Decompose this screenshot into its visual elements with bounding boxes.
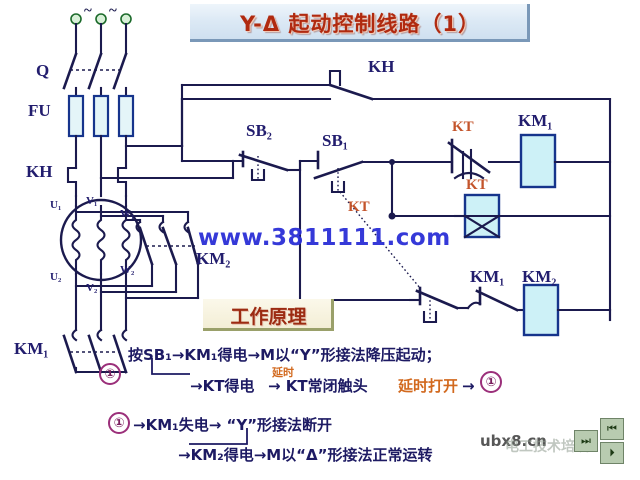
player-prev-button[interactable]: ⏮ (600, 418, 624, 440)
label-kt-nc-contact: KT (452, 119, 474, 135)
kh-aux-contact[interactable] (180, 69, 612, 148)
marker-one-top: ① (99, 363, 121, 385)
label-coil-km2: KM₂ (522, 267, 557, 286)
delta-wiring (74, 210, 200, 300)
contactor-km2-contacts[interactable] (135, 220, 200, 266)
explanation-line-2-pre: →KT得电 (190, 377, 255, 395)
overload-relay-kh (66, 166, 128, 208)
player-next-button[interactable]: ⏭ (574, 430, 598, 452)
label-stop-button-sb2: SB₂ (246, 121, 272, 140)
supply-terminals (70, 13, 132, 56)
fuse-fu (67, 94, 135, 180)
explanation-line-4: →KM₂得电→M以“Δ”形接法正常运转 (178, 446, 433, 464)
explanation-line-2-highlight: 延时打开 (398, 377, 459, 395)
principle-banner-background (203, 299, 334, 331)
page-title: Y-Δ 起动控制线路（1） (239, 12, 480, 36)
label-start-button-sb1: SB₁ (322, 131, 348, 150)
label-terminal-u2: U₂ (50, 271, 62, 283)
explanation-line-2-mid: → KT常闭触头 (268, 377, 368, 395)
label-contactor-km1-power: KM₁ (14, 339, 49, 358)
label-terminal-u1: U₁ (50, 199, 62, 211)
title-banner-background (190, 4, 530, 42)
label-coil-kt: KT (466, 177, 488, 193)
principle-banner-label: 工作原理 (230, 305, 307, 328)
label-fuse-fu: FU (28, 101, 51, 120)
coil-kt-branch (388, 193, 612, 239)
watermark-sub: ubx8.cn (480, 432, 547, 450)
coil-km1 (519, 133, 612, 189)
stop-button-sb2[interactable] (180, 144, 302, 182)
label-coil-km1: KM₁ (518, 111, 553, 130)
km2-branch[interactable] (298, 191, 612, 337)
label-overload-kh: KH (26, 162, 53, 181)
explanation-line-2-arrow: → (462, 377, 475, 395)
watermark-ghost: 电工技术培训 (505, 439, 589, 455)
control-left-rail (180, 97, 235, 163)
marker-one-bottom: ① (108, 412, 130, 434)
start-button-sb1[interactable] (313, 150, 394, 194)
label-kh-aux-contact: KH (368, 57, 395, 76)
label-terminal-w2: W₂ (120, 264, 135, 276)
kt-nc-delay-contact[interactable] (447, 138, 523, 180)
disconnect-switch-q[interactable] (62, 52, 128, 98)
label-contactor-km2-power: KM₂ (196, 249, 231, 268)
marker-one-inline: ① (480, 371, 502, 393)
motor-windings (59, 198, 143, 332)
label-terminal-v1: V₁ (86, 195, 98, 207)
label-km1-nc-contact: KM₁ (470, 267, 505, 286)
watermark-main: www.3811111.com (198, 225, 451, 251)
player-play-button[interactable]: ⏵ (600, 442, 624, 464)
explanation-line-1: 按SB₁→KM₁得电→M以“Y”形接法降压起动； (128, 346, 441, 364)
label-disconnect-q: Q (36, 61, 50, 80)
explanation-delay-label: 延时 (272, 366, 294, 379)
label-terminal-v2: V₂ (86, 282, 98, 294)
label-kt-no-contact: KT (348, 199, 370, 215)
supply-ac-mark-1: ~ (84, 3, 92, 19)
explanation-line-3: →KM₁失电→ “Y”形接法断开 (133, 416, 333, 434)
supply-ac-mark-2: ~ (109, 3, 117, 19)
label-terminal-w1: W₁ (120, 208, 135, 220)
